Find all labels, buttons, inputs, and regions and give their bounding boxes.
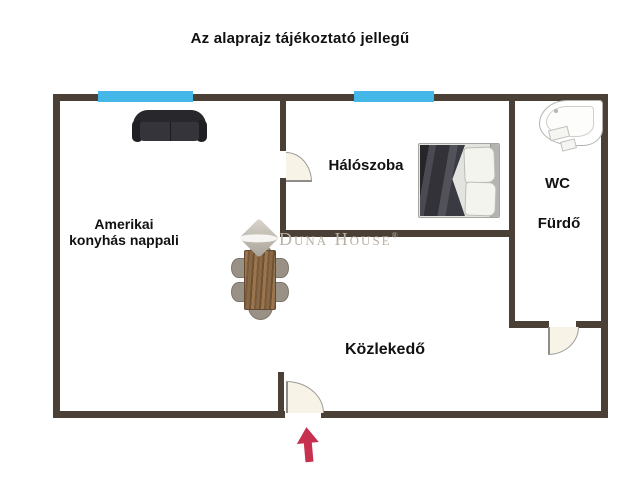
wall-bathroom-bottom-right-segment — [576, 321, 608, 328]
logo-swoosh — [239, 234, 278, 244]
entrance-door-icon — [286, 381, 324, 413]
entrance-arrow-shaft — [303, 441, 314, 463]
living-room-label-line1: Amerikai — [94, 216, 154, 232]
living-room-label-line2: konyhás nappali — [69, 232, 179, 248]
window-middle-icon — [354, 91, 434, 102]
wall-entrance-stub — [278, 372, 284, 412]
disclaimer-title: Az alaprajz tájékoztató jellegű — [190, 30, 410, 47]
watermark-brand: Duna House — [279, 229, 392, 249]
watermark-brand-text: Duna House® — [279, 229, 398, 250]
wall-bedroom-left-lower — [280, 178, 286, 237]
dining-table-icon — [244, 250, 276, 310]
room-label-bathroom: Fürdő — [537, 215, 581, 232]
sofa-armrest-left — [132, 120, 143, 142]
dining-chair-right-1-icon — [274, 258, 289, 278]
wall-bathroom-bottom-left-segment — [509, 321, 549, 328]
wall-left — [53, 94, 60, 418]
wall-bathroom-left — [509, 100, 515, 327]
bed-pillow-top — [463, 146, 496, 184]
registered-mark: ® — [391, 231, 398, 240]
wall-top — [53, 94, 608, 101]
wall-bottom-right-segment — [321, 411, 608, 418]
room-label-living-room: Amerikai konyhás nappali — [40, 216, 208, 248]
wall-right — [601, 94, 608, 418]
wall-bottom-left-segment — [53, 411, 285, 418]
dining-chair-right-2-icon — [274, 282, 289, 302]
double-bed-icon — [418, 143, 500, 218]
bed-pillow-bottom — [464, 181, 497, 217]
room-label-hallway: Közlekedő — [344, 341, 425, 358]
room-label-bedroom: Hálószoba — [328, 157, 404, 174]
bed-blanket — [420, 145, 465, 216]
window-left-icon — [98, 91, 193, 102]
bathtub-drain — [554, 109, 558, 113]
bathroom-door-icon — [548, 327, 579, 355]
wall-bedroom-bottom — [280, 230, 515, 237]
room-label-toilet: WC — [545, 175, 570, 192]
sofa-icon — [132, 110, 207, 143]
entrance-arrow-icon — [294, 426, 321, 464]
sofa-armrest-right — [196, 120, 207, 142]
bathtub-step-2 — [560, 138, 577, 152]
sofa-seat-cushions — [140, 122, 199, 141]
wall-bedroom-left-upper — [280, 100, 286, 151]
